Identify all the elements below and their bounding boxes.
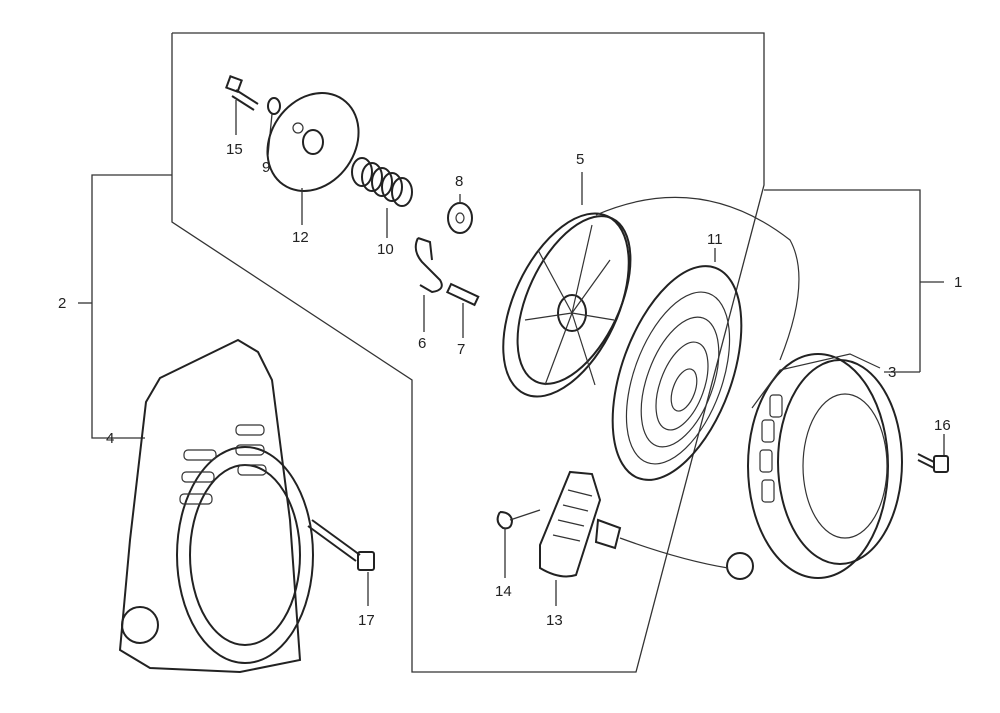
part-13-handle (539, 470, 729, 606)
label-14: 14 (495, 583, 512, 600)
label-2: 2 (58, 295, 66, 312)
label-1: 1 (954, 274, 962, 291)
part-4-fan-cover (118, 338, 314, 674)
part-3-starter-case (726, 353, 903, 580)
bracket-2 (91, 174, 172, 439)
part-10-spring (351, 157, 413, 238)
part-15-bolt (225, 75, 259, 135)
part-7-pin (445, 282, 480, 338)
label-3: 3 (888, 364, 896, 381)
label-9: 9 (262, 159, 270, 176)
label-11: 11 (707, 231, 723, 248)
part-5-reel (502, 172, 800, 398)
label-7: 7 (457, 341, 465, 358)
part-16-bolt (917, 434, 949, 473)
label-5: 5 (576, 151, 584, 168)
part-11-spiral-spring (611, 248, 743, 481)
label-12: 12 (292, 229, 309, 246)
label-16: 16 (934, 417, 951, 434)
label-10: 10 (377, 241, 394, 258)
label-13: 13 (546, 612, 563, 629)
label-15: 15 (226, 141, 243, 158)
part-17-bolt (307, 519, 375, 606)
label-4: 4 (106, 430, 114, 447)
part-8-washer (447, 194, 473, 234)
label-6: 6 (418, 335, 426, 352)
label-17: 17 (358, 612, 375, 629)
part-6-pawl (414, 237, 443, 332)
assembly-boundary (171, 32, 765, 673)
bracket-1 (764, 189, 921, 372)
part-14-clip (496, 509, 541, 578)
label-8: 8 (455, 173, 463, 190)
part-12-plate (266, 92, 360, 225)
